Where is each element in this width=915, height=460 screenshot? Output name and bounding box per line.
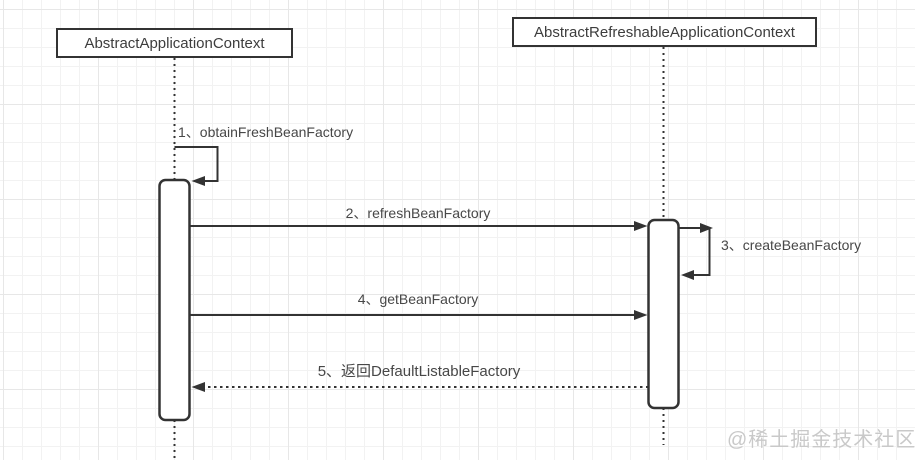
message-4-arrowhead <box>634 310 648 320</box>
message-3-arrowhead-out <box>700 223 713 233</box>
message-5-arrowhead <box>191 382 205 392</box>
message-3-self-arrow <box>678 223 713 280</box>
participant-box-abstract-refreshable-application-context: AbstractRefreshableApplicationContext <box>512 17 817 47</box>
message-5-label: 5、返回DefaultListableFactory <box>317 363 521 380</box>
participant-label: AbstractApplicationContext <box>84 34 265 52</box>
message-2-label: 2、refreshBeanFactory <box>345 205 491 221</box>
participant-label: AbstractRefreshableApplicationContext <box>534 23 795 41</box>
message-1-arrowhead <box>191 176 205 186</box>
message-4-label: 4、getBeanFactory <box>357 291 479 307</box>
activation-bar-right <box>647 218 680 410</box>
message-2-arrow <box>190 221 648 231</box>
message-1-label: 1、obtainFreshBeanFactory <box>178 124 354 140</box>
message-3-arrowhead-in <box>681 270 694 280</box>
participant-box-abstract-application-context: AbstractApplicationContext <box>56 28 293 58</box>
message-5-return-arrow <box>191 382 649 392</box>
message-4-arrow <box>190 310 648 320</box>
message-1-self-arrow <box>174 146 219 186</box>
juejin-watermark: @稀土掘金技术社区 <box>727 429 915 451</box>
message-2-arrowhead <box>634 221 648 231</box>
message-3-label: 3、createBeanFactory <box>721 237 862 253</box>
activation-bar-left <box>158 178 191 422</box>
